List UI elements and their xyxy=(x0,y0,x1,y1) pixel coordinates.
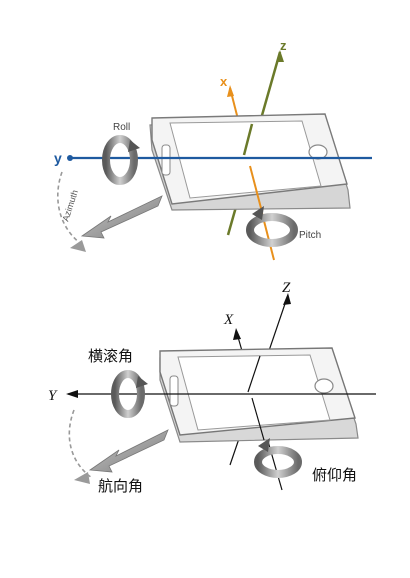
x-axis-label-top: x xyxy=(220,74,228,89)
top-diagram: y x z Roll Pitch Azimuth xyxy=(54,38,372,261)
roll-rotation-icon-top xyxy=(102,135,140,185)
bottom-diagram: Y X Z 横滚角 俯仰角 航向角 xyxy=(48,280,376,495)
azimuth-label-top: Azimuth xyxy=(60,189,80,223)
phone-top xyxy=(149,113,351,211)
roll-rotation-icon-bottom xyxy=(111,370,148,418)
z-axis-label-bottom: Z xyxy=(282,280,291,296)
roll-label-top: Roll xyxy=(113,122,130,133)
pitch-rotation-icon-top xyxy=(246,206,298,247)
pitch-label-bottom: 俯仰角 xyxy=(312,466,357,484)
azimuth-arrow-top xyxy=(57,171,163,252)
z-axis-label-top: z xyxy=(280,38,287,53)
x-axis-label-bottom: X xyxy=(223,312,234,328)
azimuth-label-bottom: 航向角 xyxy=(98,477,143,495)
pitch-rotation-icon-bottom xyxy=(254,438,302,478)
y-axis-label-bottom: Y xyxy=(48,388,58,404)
phone-bottom xyxy=(159,347,359,443)
azimuth-arrow-bottom xyxy=(68,409,169,484)
roll-label-bottom: 横滚角 xyxy=(88,347,133,365)
y-axis-label-top: y xyxy=(54,150,62,166)
pitch-label-top: Pitch xyxy=(299,230,321,241)
